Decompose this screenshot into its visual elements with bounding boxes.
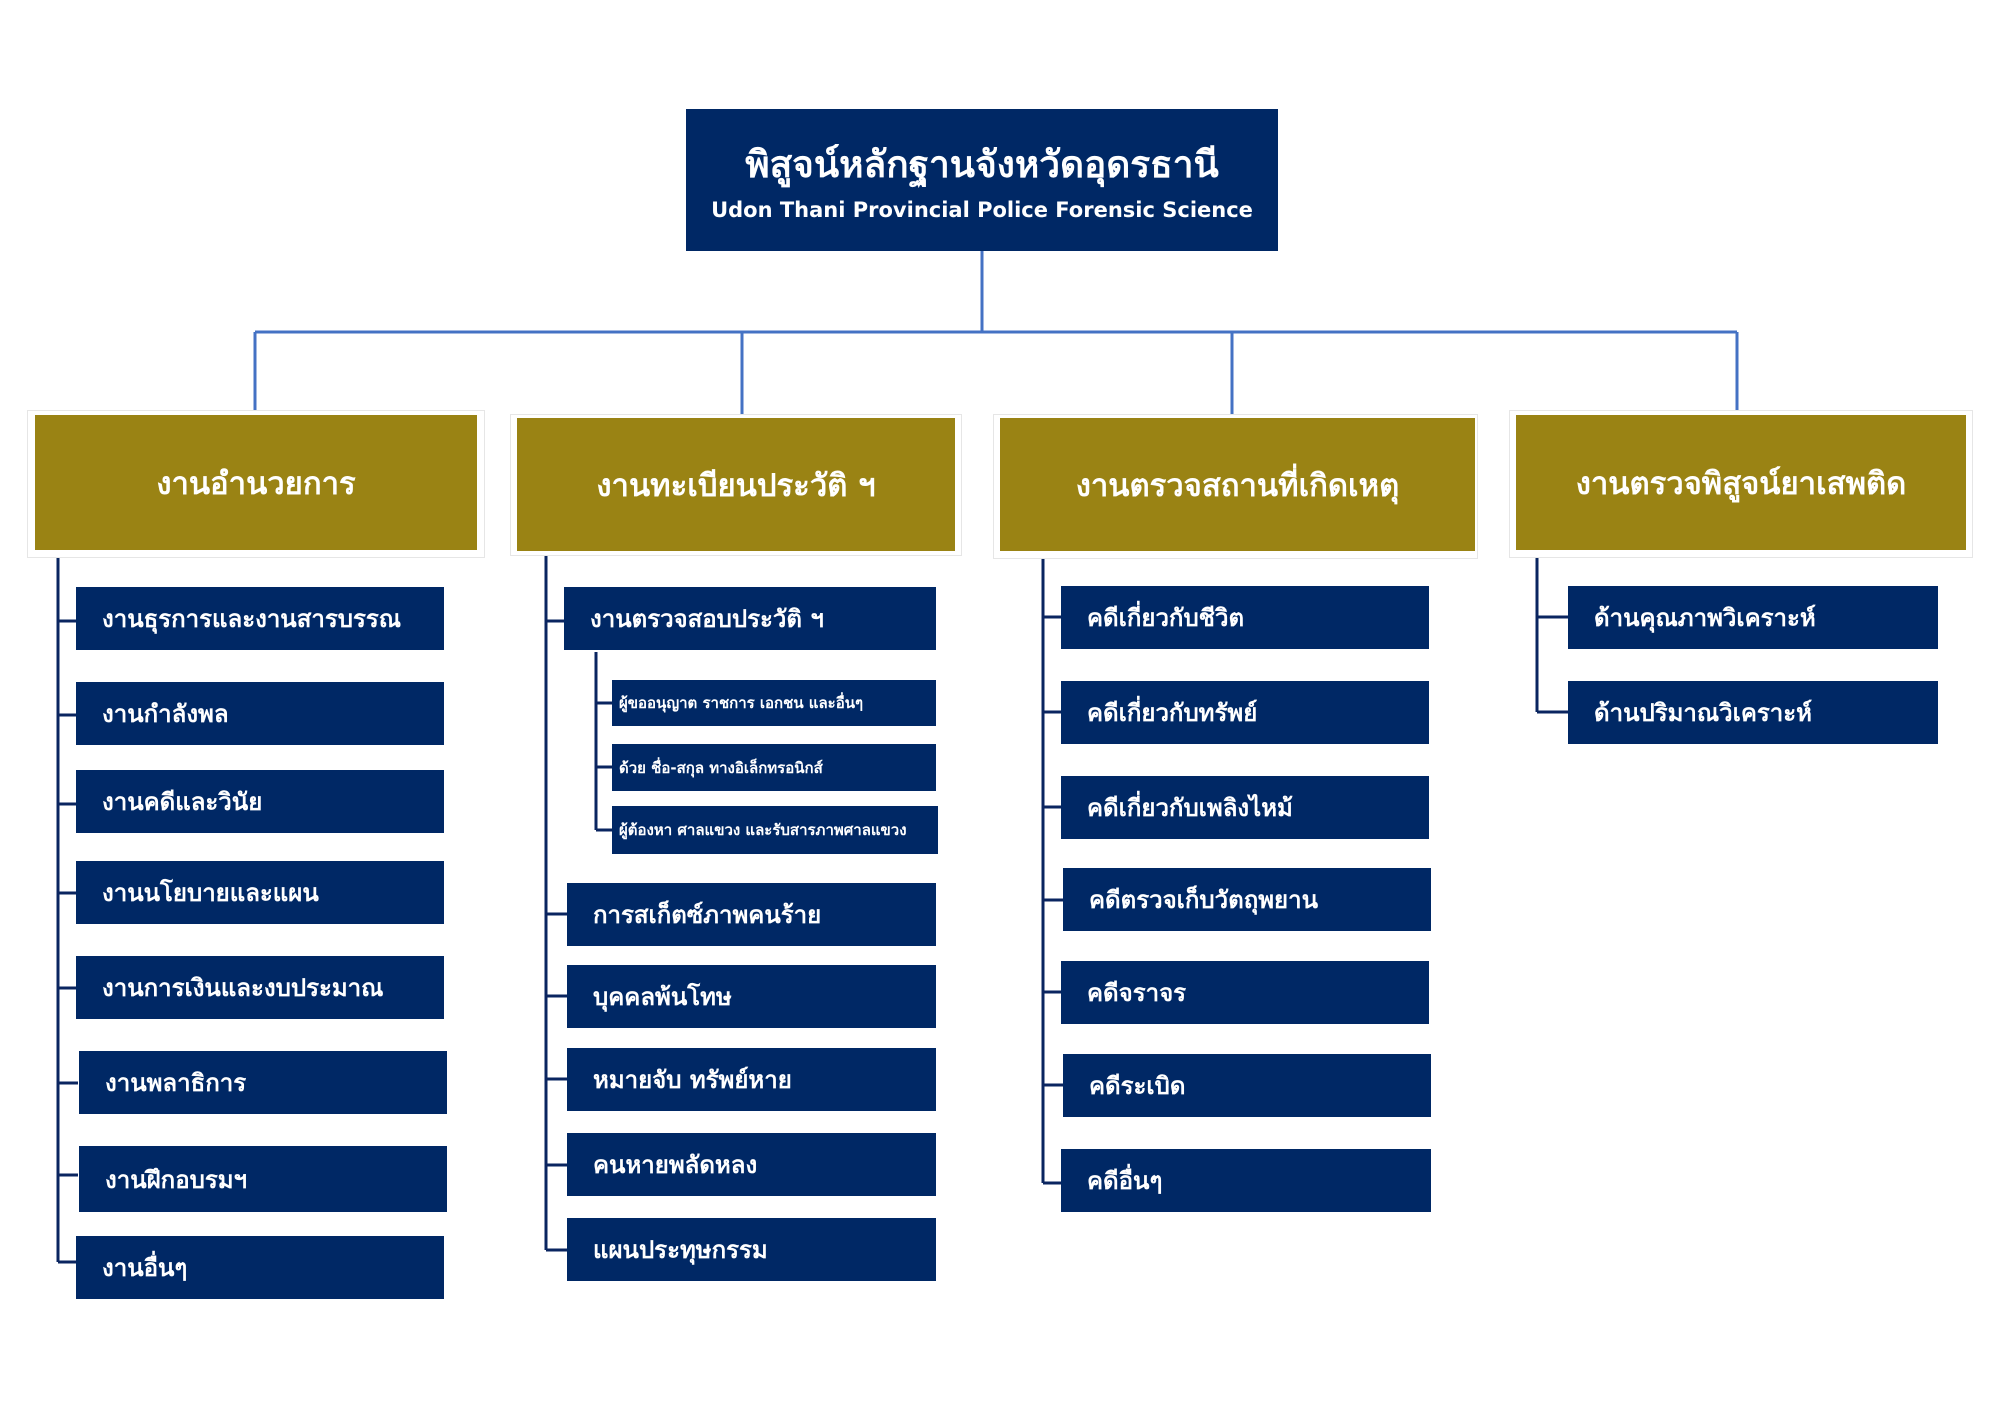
item-narcotics-qualitative: ด้านคุณภาพวิเคราะห์ — [1568, 586, 1938, 649]
item-admin-finance-budget: งานการเงินและงบประมาณ — [76, 956, 444, 1019]
item-records-warrants-stolen-property: หมายจับ ทรัพย์หาย — [567, 1048, 936, 1111]
subitem-records-electronic-name: ด้วย ชื่อ-สกุล ทางอิเล็กทรอนิกส์ — [612, 744, 936, 791]
subitem-records-permit-applicants: ผู้ขออนุญาต ราชการ เอกชน และอื่นๆ — [612, 680, 936, 726]
item-scene-other-cases: คดีอื่นๆ — [1061, 1149, 1431, 1212]
item-admin-quartermaster: งานพลาธิการ — [79, 1051, 447, 1114]
root-title-th: พิสูจน์หลักฐานจังหวัดอุดรธานี — [745, 143, 1219, 186]
item-scene-fire-cases: คดีเกี่ยวกับเพลิงไหม้ — [1061, 776, 1429, 839]
header-crime-scene: งานตรวจสถานที่เกิดเหตุ — [1000, 418, 1475, 551]
item-records-sketch: การสเก็ตซ์ภาพคนร้าย — [567, 883, 936, 946]
item-admin-other: งานอื่นๆ — [76, 1236, 444, 1299]
item-scene-traffic-cases: คดีจราจร — [1061, 961, 1429, 1024]
item-records-missing-persons: คนหายพลัดหลง — [567, 1133, 936, 1196]
root-title-en: Udon Thani Provincial Police Forensic Sc… — [711, 198, 1253, 222]
item-narcotics-quantitative: ด้านปริมาณวิเคราะห์ — [1568, 681, 1938, 744]
item-admin-policy-plans: งานนโยบายและแผน — [76, 861, 444, 924]
item-records-released-prisoners: บุคคลพ้นโทษ — [567, 965, 936, 1028]
root-node: พิสูจน์หลักฐานจังหวัดอุดรธานี Udon Thani… — [686, 109, 1278, 251]
header-narcotics: งานตรวจพิสูจน์ยาเสพติด — [1516, 415, 1966, 550]
item-admin-training: งานฝึกอบรมฯ — [79, 1146, 447, 1212]
item-admin-personnel: งานกำลังพล — [76, 682, 444, 745]
item-scene-evidence-collection: คดีตรวจเก็บวัตถุพยาน — [1063, 868, 1431, 931]
item-scene-explosion-cases: คดีระเบิด — [1063, 1054, 1431, 1117]
subitem-records-court-suspects: ผู้ต้องหา ศาลแขวง และรับสารภาพศาลแขวง — [612, 806, 938, 854]
item-scene-property-cases: คดีเกี่ยวกับทรัพย์ — [1061, 681, 1429, 744]
header-records: งานทะเบียนประวัติ ฯ — [517, 418, 955, 551]
item-records-modus-operandi: แผนประทุษกรรม — [567, 1218, 936, 1281]
item-admin-cases-discipline: งานคดีและวินัย — [76, 770, 444, 833]
item-scene-life-cases: คดีเกี่ยวกับชีวิต — [1061, 586, 1429, 649]
item-records-background-check: งานตรวจสอบประวัติ ฯ — [564, 587, 936, 650]
header-admin: งานอำนวยการ — [35, 415, 477, 550]
item-admin-general-affairs: งานธุรการและงานสารบรรณ — [76, 587, 444, 650]
